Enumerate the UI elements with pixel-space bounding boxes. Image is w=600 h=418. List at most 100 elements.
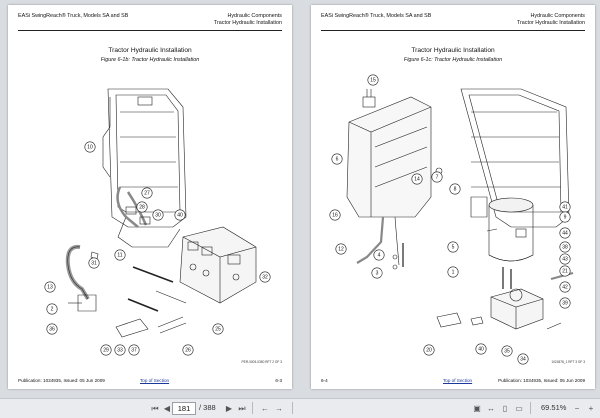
fit-page-icon[interactable]: ▣ bbox=[473, 404, 481, 413]
header-rule bbox=[321, 30, 585, 31]
callout-bubble bbox=[141, 187, 153, 199]
callout-bubble bbox=[371, 267, 383, 279]
callout-number: 38 bbox=[562, 244, 568, 250]
next-view-icon[interactable]: → bbox=[275, 404, 283, 413]
callout-number: 42 bbox=[562, 284, 568, 290]
callout-bubble bbox=[136, 201, 148, 213]
callout-number: 30 bbox=[155, 212, 161, 218]
callout-bubble bbox=[88, 257, 100, 269]
callout-bubble bbox=[373, 249, 385, 261]
fit-width-icon[interactable]: ↔ bbox=[487, 404, 495, 413]
figure-caption: Figure 6-1b: Tractor Hydraulic Installat… bbox=[100, 57, 200, 63]
callout-bubble bbox=[559, 281, 571, 293]
single-page-icon[interactable]: ▯ bbox=[502, 404, 508, 413]
zoom-level[interactable]: 69.51% bbox=[541, 403, 567, 412]
next-page-icon[interactable]: ▶ bbox=[225, 404, 233, 413]
top-of-section-link[interactable]: Top of Section bbox=[140, 378, 170, 383]
callout-bubble bbox=[431, 171, 443, 183]
page-number-input[interactable]: 181 bbox=[172, 402, 196, 415]
callout-bubble bbox=[114, 344, 126, 356]
callout-number: 27 bbox=[144, 190, 150, 196]
callout-number: 13 bbox=[47, 284, 53, 290]
callout-number: 12 bbox=[338, 246, 344, 252]
callout-number: 8 bbox=[454, 186, 457, 192]
drawing-id: PER-0003-0350 RFT 2 OF 3 bbox=[241, 360, 282, 364]
callout-bubble bbox=[447, 241, 459, 253]
callout-number: 40 bbox=[478, 346, 484, 352]
callout-number: 44 bbox=[562, 230, 568, 236]
callout-bubble bbox=[174, 209, 186, 221]
callout-number: 41 bbox=[562, 204, 568, 210]
document-page-left: EASi SwingReach® Truck, Models SA and SB… bbox=[8, 5, 292, 389]
callout-number: 14 bbox=[414, 176, 420, 182]
callout-bubble bbox=[501, 345, 513, 357]
callout-bubble bbox=[367, 74, 379, 86]
callout-bubble bbox=[100, 344, 112, 356]
callout-number: 25 bbox=[215, 326, 221, 332]
page-total: / 388 bbox=[199, 403, 216, 412]
callout-number: 1 bbox=[452, 269, 455, 275]
header-rule bbox=[18, 30, 282, 31]
zoom-in-icon[interactable]: + bbox=[588, 404, 594, 413]
callout-bubble bbox=[259, 271, 271, 283]
callout-number: 4 bbox=[378, 252, 381, 258]
callout-number: 35 bbox=[504, 348, 510, 354]
callout-bubble bbox=[447, 266, 459, 278]
viewer-toolbar: ⏮ ◀ 181 / 388 ▶ ⏭ ← → ▣ ↔ ▯ ▭ 69.51% − + bbox=[0, 398, 600, 418]
callout-number: 39 bbox=[562, 300, 568, 306]
page-title: Tractor Hydraulic Installation bbox=[411, 47, 495, 54]
last-page-icon[interactable]: ⏭ bbox=[238, 404, 246, 413]
top-of-section-link[interactable]: Top of Section bbox=[443, 378, 473, 383]
callout-bubble bbox=[559, 265, 571, 277]
callout-number: 26 bbox=[185, 347, 191, 353]
callout-number: 29 bbox=[103, 347, 109, 353]
callout-number: 33 bbox=[117, 347, 123, 353]
callout-number: 6 bbox=[336, 156, 339, 162]
callout-number: 34 bbox=[520, 356, 526, 362]
toolbar-divider bbox=[292, 402, 293, 414]
header-subsection: Tractor Hydraulic Installation bbox=[213, 20, 282, 26]
callout-bubble bbox=[559, 297, 571, 309]
footer-publication: Publication: 1034935, Issued: 05 Jun 200… bbox=[18, 378, 105, 383]
toolbar-divider bbox=[252, 402, 253, 414]
callout-bubble bbox=[128, 344, 140, 356]
callout-bubble bbox=[331, 153, 343, 165]
toolbar-divider bbox=[530, 402, 531, 414]
callout-bubble bbox=[152, 209, 164, 221]
callout-bubble bbox=[329, 209, 341, 221]
callout-bubble bbox=[182, 344, 194, 356]
header-title: EASi SwingReach® Truck, Models SA and SB bbox=[18, 13, 129, 19]
callout-number: 32 bbox=[262, 274, 268, 280]
callout-bubble bbox=[449, 183, 461, 195]
previous-view-icon[interactable]: ← bbox=[261, 404, 269, 413]
callout-bubble bbox=[46, 303, 58, 315]
callout-number: 28 bbox=[139, 204, 145, 210]
callout-number: 9 bbox=[564, 214, 567, 220]
header-title: EASi SwingReach® Truck, Models SA and SB bbox=[321, 13, 432, 19]
callout-number: 43 bbox=[562, 256, 568, 262]
callout-bubble bbox=[114, 249, 126, 261]
callout-bubble bbox=[475, 343, 487, 355]
callout-bubble bbox=[559, 241, 571, 253]
callout-number: 21 bbox=[562, 268, 568, 274]
callout-bubble bbox=[44, 281, 56, 293]
page-number: 6-4 bbox=[321, 378, 328, 383]
callout-number: 37 bbox=[131, 347, 137, 353]
document-page-right: EASi SwingReach® Truck, Models SA and SB… bbox=[311, 5, 595, 389]
callout-bubble bbox=[423, 344, 435, 356]
first-page-icon[interactable]: ⏮ bbox=[151, 404, 159, 413]
zoom-out-icon[interactable]: − bbox=[574, 404, 580, 413]
callout-bubble bbox=[411, 173, 423, 185]
drawing-id: 1024578_1 RFT 3 OF 3 bbox=[551, 360, 585, 364]
header-section: Hydraulic Components bbox=[227, 13, 282, 19]
prev-page-icon[interactable]: ◀ bbox=[163, 404, 171, 413]
callout-number: 20 bbox=[426, 347, 432, 353]
header-section: Hydraulic Components bbox=[530, 13, 585, 19]
two-page-icon[interactable]: ▭ bbox=[515, 404, 523, 413]
callout-number: 2 bbox=[51, 306, 54, 312]
callout-number: 10 bbox=[87, 144, 93, 150]
callout-bubble bbox=[335, 243, 347, 255]
